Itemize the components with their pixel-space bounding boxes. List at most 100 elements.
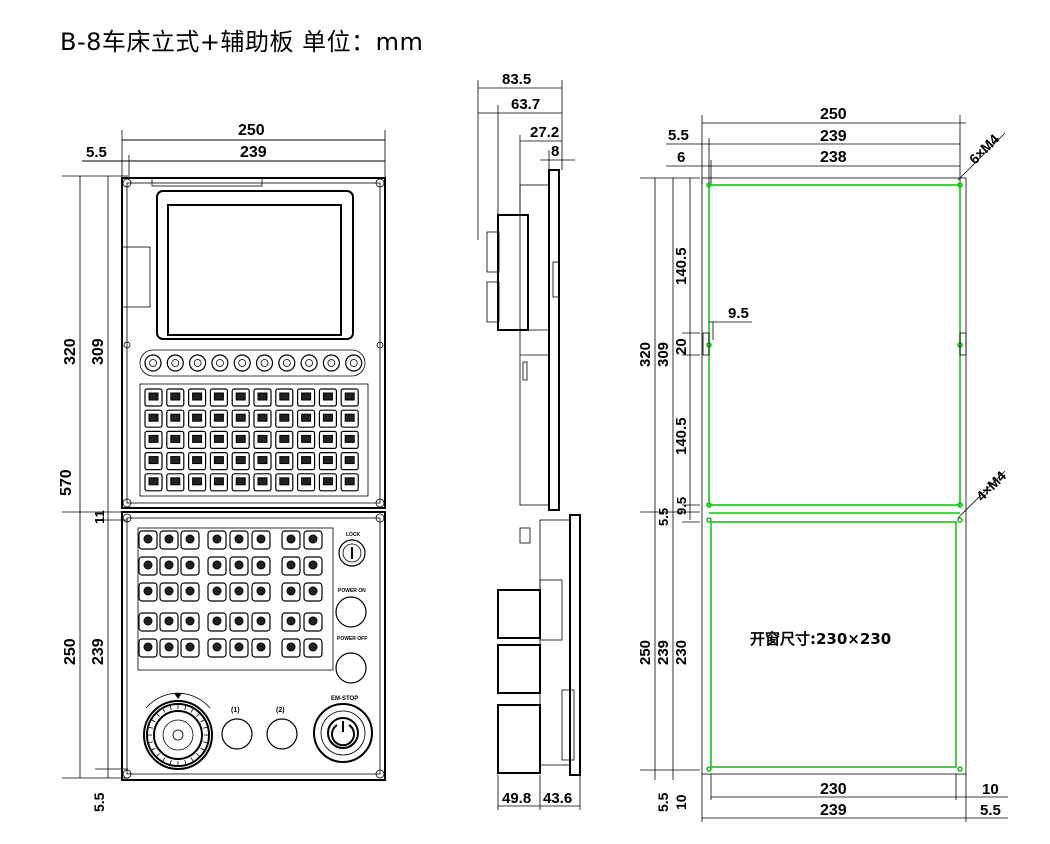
- softkey-mark: [215, 359, 224, 367]
- key-glyph: [286, 616, 296, 626]
- key-glyph: [279, 413, 290, 422]
- button-a-label: (1): [231, 707, 240, 714]
- key-glyph: [344, 434, 355, 443]
- key-glyph: [234, 616, 244, 626]
- softkey[interactable]: [166, 354, 184, 372]
- key-glyph: [185, 586, 195, 596]
- key-glyph: [170, 413, 181, 422]
- key-glyph: [234, 560, 244, 570]
- cutout-h-9-5: 9.5: [674, 497, 689, 515]
- key-glyph: [279, 477, 290, 486]
- key-glyph: [185, 560, 195, 570]
- front-small-offset: 11: [92, 510, 107, 524]
- key-glyph: [192, 477, 203, 486]
- cutout-side-9-5: 9.5: [728, 305, 749, 322]
- key-glyph: [212, 534, 222, 544]
- lock-label: LOCK: [346, 532, 361, 538]
- softkey-mark: [193, 359, 202, 367]
- handwheel-tick: [190, 757, 194, 762]
- handwheel-tick: [203, 741, 208, 744]
- key-glyph: [170, 456, 181, 465]
- key-glyph: [344, 477, 355, 486]
- round-button-a[interactable]: [221, 718, 253, 750]
- side-view: 83.5 63.7 27.2 8 49.8 43.6: [477, 71, 581, 810]
- handwheel-tick: [169, 760, 172, 765]
- key-glyph: [256, 586, 266, 596]
- handwheel-tick: [156, 753, 160, 757]
- softkey-mark: [260, 359, 269, 367]
- power-on-button[interactable]: [335, 596, 367, 628]
- power-on-label: POWER ON: [338, 588, 366, 594]
- round-button-b[interactable]: [266, 718, 298, 750]
- handwheel-tick: [148, 741, 153, 744]
- key-glyph: [235, 456, 246, 465]
- key-glyph: [235, 434, 246, 443]
- softkey-mark: [305, 359, 314, 367]
- key-glyph: [235, 392, 246, 401]
- cutout-h-250: 250: [637, 640, 654, 665]
- front-width-outer: 250: [238, 122, 265, 139]
- cutout-h-320: 320: [637, 342, 654, 367]
- softkey[interactable]: [211, 354, 229, 372]
- cutout-left-10: 10: [673, 794, 689, 810]
- key-glyph: [170, 392, 181, 401]
- softkey[interactable]: [255, 354, 274, 372]
- cutout-bottom-10: 10: [982, 781, 999, 798]
- key-glyph: [213, 456, 224, 465]
- key-glyph: [256, 534, 266, 544]
- key-glyph: [257, 477, 268, 486]
- key-glyph: [286, 534, 296, 544]
- key-glyph: [279, 392, 290, 401]
- key-glyph: [185, 534, 195, 544]
- cutout-offset-a: 5.5: [668, 127, 689, 144]
- key-glyph: [185, 616, 195, 626]
- side-depth-2: 63.7: [511, 96, 540, 113]
- key-glyph: [143, 642, 153, 652]
- key-glyph: [143, 586, 153, 596]
- key-glyph: [164, 616, 174, 626]
- key-glyph: [164, 534, 174, 544]
- softkey-mark: [171, 359, 180, 367]
- softkey[interactable]: [144, 354, 162, 372]
- window-size-label: 开窗尺寸:230×230: [750, 630, 891, 648]
- key-glyph: [322, 477, 333, 486]
- front-lower-inner: 239: [90, 638, 107, 665]
- softkey[interactable]: [189, 354, 207, 372]
- handwheel-tick: [203, 726, 208, 729]
- key-glyph: [257, 456, 268, 465]
- side-bottom-1: 49.8: [502, 790, 531, 807]
- key-glyph: [192, 456, 203, 465]
- softkey-mark: [349, 359, 358, 367]
- key-glyph: [170, 477, 181, 486]
- softkey-mark: [327, 359, 336, 367]
- key-glyph: [148, 392, 159, 401]
- softkey[interactable]: [278, 354, 296, 372]
- softkey[interactable]: [233, 354, 251, 372]
- handwheel-tick: [196, 753, 200, 757]
- key-glyph: [235, 477, 246, 486]
- front-upper-inner: 309: [90, 338, 107, 365]
- key-glyph: [213, 434, 224, 443]
- front-bottom-offset: 5.5: [91, 792, 107, 812]
- softkey[interactable]: [345, 354, 363, 372]
- softkey[interactable]: [322, 354, 340, 372]
- handwheel-tick: [162, 708, 166, 713]
- handwheel-tick: [162, 757, 166, 762]
- power-off-button[interactable]: [335, 652, 367, 684]
- key-glyph: [212, 560, 222, 570]
- cutout-bottom-5-5: 5.5: [980, 802, 1001, 819]
- front-view: 250 239 5.5 570 320 309 250 239 5.5 11: [58, 122, 386, 812]
- key-glyph: [164, 642, 174, 652]
- handwheel-tick: [151, 747, 156, 751]
- handwheel-tick: [151, 719, 156, 723]
- power-off-label: POWER OFF: [337, 636, 367, 642]
- softkey[interactable]: [300, 354, 318, 372]
- softkey-mark: [282, 359, 291, 367]
- key-glyph: [143, 534, 153, 544]
- handwheel-tick: [196, 713, 200, 717]
- em-stop-label: EM-STOP: [331, 696, 358, 702]
- handwheel-tick: [156, 713, 160, 717]
- key-glyph: [185, 642, 195, 652]
- key-glyph: [234, 642, 244, 652]
- key-glyph: [148, 434, 159, 443]
